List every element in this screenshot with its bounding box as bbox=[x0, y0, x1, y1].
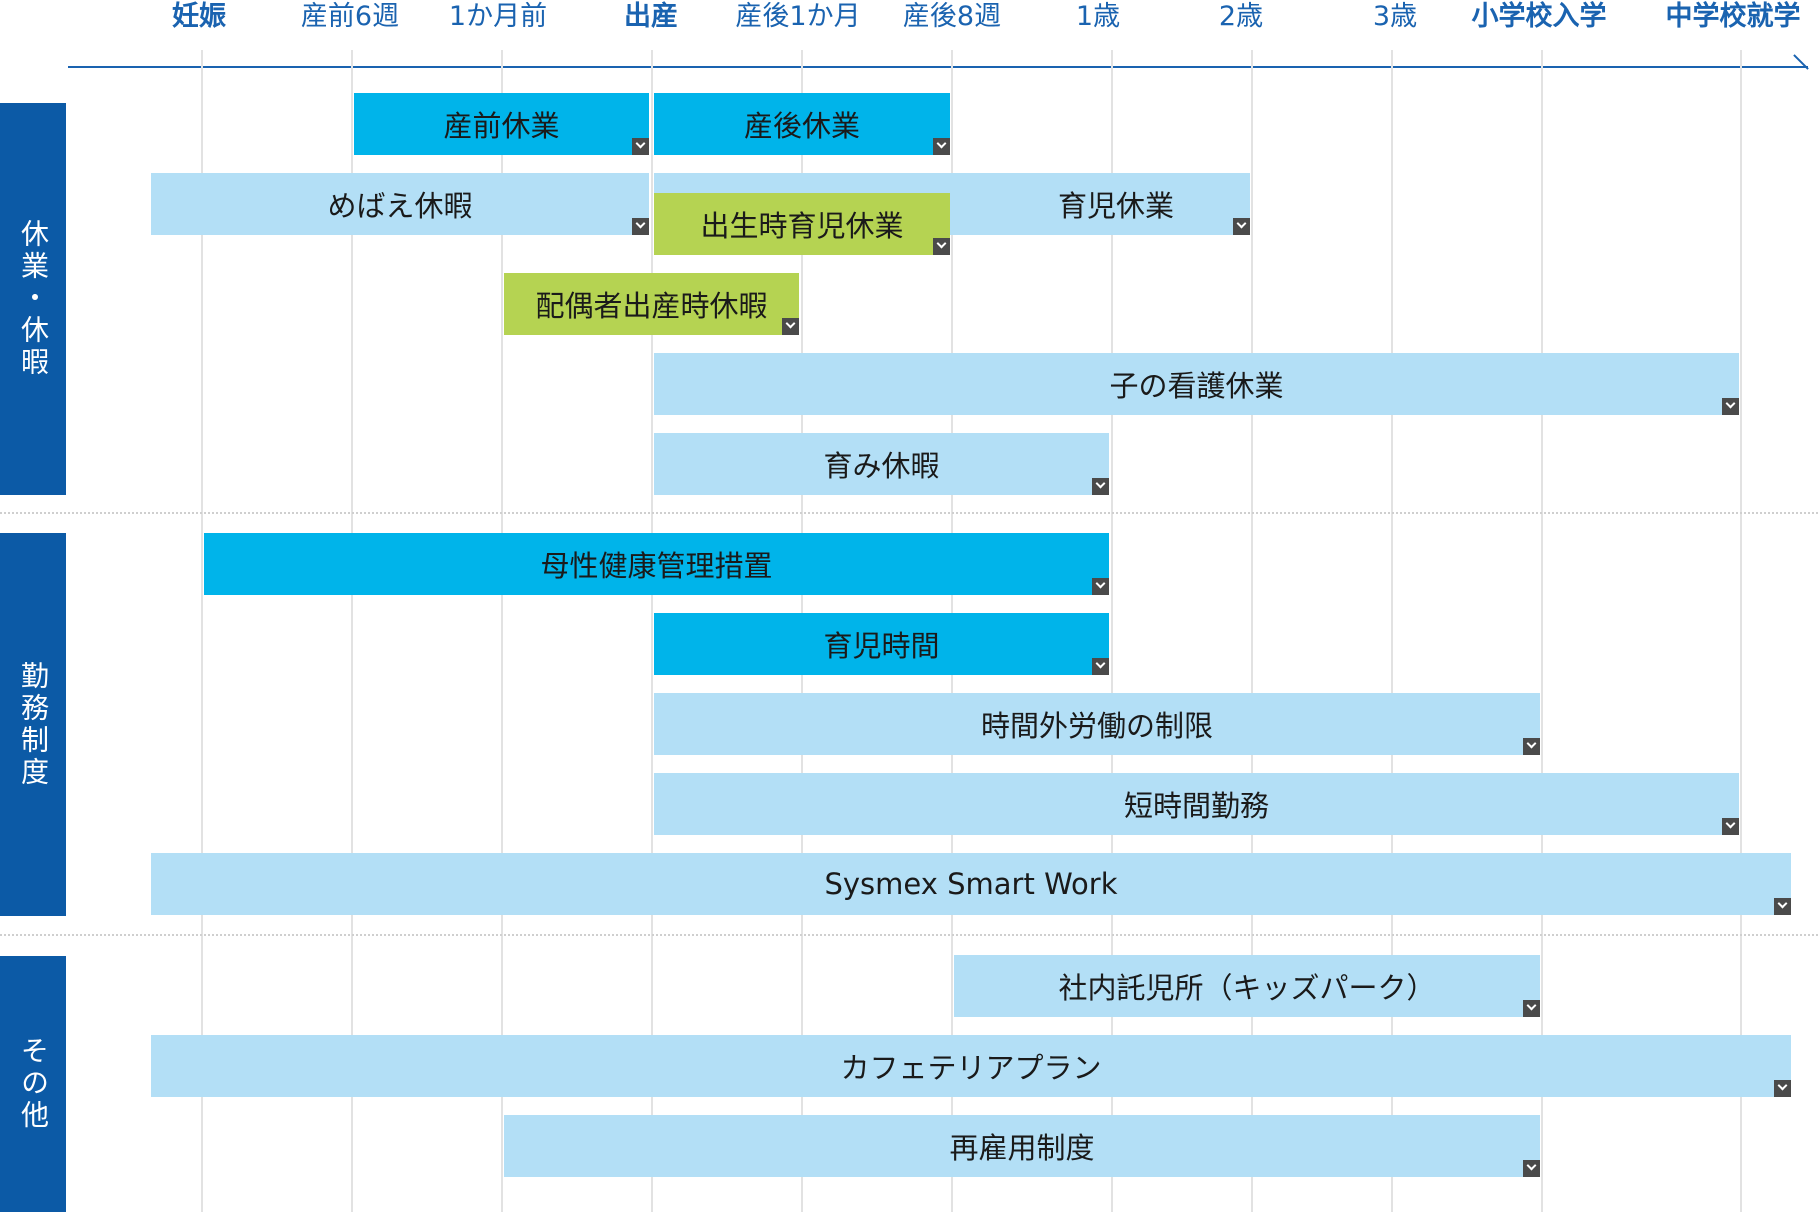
chevron-down-icon[interactable] bbox=[632, 218, 649, 235]
bar-maternal-health-measures[interactable]: 母性健康管理措置 bbox=[204, 533, 1109, 595]
tick-age-3: 3歳 bbox=[1372, 1, 1418, 32]
bar-childcare-time[interactable]: 育児時間 bbox=[654, 613, 1109, 675]
chevron-down-icon[interactable] bbox=[1092, 578, 1109, 595]
bar-label: Sysmex Smart Work bbox=[824, 867, 1118, 901]
bar-mebae-leave[interactable]: めばえ休暇 bbox=[151, 173, 649, 235]
bar-child-nursing-leave[interactable]: 子の看護休業 bbox=[654, 353, 1739, 415]
bar-cafeteria-plan[interactable]: カフェテリアプラン bbox=[151, 1035, 1791, 1097]
bar-label: 育児時間 bbox=[823, 629, 940, 663]
bar-sysmex-smart-work[interactable]: Sysmex Smart Work bbox=[151, 853, 1791, 915]
timeline-axis bbox=[68, 66, 1808, 68]
chevron-down-icon[interactable] bbox=[1523, 1000, 1540, 1017]
bar-label: 配偶者出産時休暇 bbox=[535, 289, 768, 323]
bar-label: 再雇用制度 bbox=[949, 1131, 1095, 1165]
grid-line bbox=[1111, 50, 1113, 1212]
chevron-down-icon[interactable] bbox=[782, 318, 799, 335]
section-label: 勤務制度 bbox=[17, 660, 50, 789]
tick-birth: 出産 bbox=[624, 1, 678, 32]
bar-label: カフェテリアプラン bbox=[840, 1051, 1102, 1085]
chevron-down-icon[interactable] bbox=[933, 238, 950, 255]
bar-label: 子の看護休業 bbox=[1109, 369, 1284, 403]
tick-age-1: 1歳 bbox=[1075, 1, 1121, 32]
chevron-down-icon[interactable] bbox=[632, 138, 649, 155]
bar-hagukumi-leave[interactable]: 育み休暇 bbox=[654, 433, 1109, 495]
bar-overtime-limit[interactable]: 時間外労働の制限 bbox=[654, 693, 1540, 755]
chevron-down-icon[interactable] bbox=[1233, 218, 1250, 235]
grid-line bbox=[1541, 50, 1543, 1212]
chevron-down-icon[interactable] bbox=[1722, 818, 1739, 835]
bar-label: 母性健康管理措置 bbox=[540, 549, 773, 583]
section-label: 休業・休暇 bbox=[17, 219, 50, 379]
section-other: その他 bbox=[0, 956, 66, 1212]
tick-sango-8w: 産後8週 bbox=[902, 1, 1002, 32]
bar-postnatal-leave[interactable]: 産後休業 bbox=[654, 93, 950, 155]
bar-label: 産前休業 bbox=[443, 109, 560, 143]
section-separator bbox=[0, 934, 1818, 936]
chevron-down-icon[interactable] bbox=[1722, 398, 1739, 415]
chevron-down-icon[interactable] bbox=[1092, 658, 1109, 675]
grid-line bbox=[1391, 50, 1393, 1212]
bar-label: 短時間勤務 bbox=[1123, 789, 1269, 823]
bar-label: 出生時育児休業 bbox=[700, 209, 904, 243]
grid-line bbox=[1251, 50, 1253, 1212]
section-work-system: 勤務制度 bbox=[0, 533, 66, 916]
bar-rehire-system[interactable]: 再雇用制度 bbox=[504, 1115, 1540, 1177]
grid-line bbox=[351, 50, 353, 1212]
bar-label: 時間外労働の制限 bbox=[980, 709, 1213, 743]
bar-prenatal-leave[interactable]: 産前休業 bbox=[354, 93, 649, 155]
chevron-down-icon[interactable] bbox=[1774, 898, 1791, 915]
chevron-down-icon[interactable] bbox=[1523, 1160, 1540, 1177]
bar-birth-childcare-leave[interactable]: 出生時育児休業 bbox=[654, 193, 950, 255]
tick-elementary-entry: 小学校入学 bbox=[1471, 1, 1607, 32]
bar-kids-park[interactable]: 社内託児所（キッズパーク） bbox=[954, 955, 1540, 1017]
grid-line bbox=[201, 50, 203, 1212]
tick-age-2: 2歳 bbox=[1218, 1, 1264, 32]
tick-sango-1month: 産後1か月 bbox=[735, 1, 861, 32]
chevron-down-icon[interactable] bbox=[1774, 1080, 1791, 1097]
chevron-down-icon[interactable] bbox=[1092, 478, 1109, 495]
bar-label: めばえ休暇 bbox=[327, 189, 473, 223]
bar-short-time-work[interactable]: 短時間勤務 bbox=[654, 773, 1739, 835]
tick-1month-before: 1か月前 bbox=[448, 1, 548, 32]
chevron-down-icon[interactable] bbox=[1523, 738, 1540, 755]
bar-spouse-birth-leave[interactable]: 配偶者出産時休暇 bbox=[504, 273, 799, 335]
bar-label: 育み休暇 bbox=[823, 449, 940, 483]
tick-sanzen-6w: 産前6週 bbox=[300, 1, 400, 32]
grid-line bbox=[651, 50, 653, 1212]
section-separator bbox=[0, 512, 1818, 514]
bar-label: 社内託児所（キッズパーク） bbox=[1058, 971, 1436, 1005]
tick-ninshin: 妊娠 bbox=[172, 1, 226, 32]
chevron-down-icon[interactable] bbox=[933, 138, 950, 155]
grid-line bbox=[1740, 50, 1742, 1212]
tick-junior-high-entry: 中学校就学 bbox=[1665, 1, 1801, 32]
bar-label: 産後休業 bbox=[743, 109, 860, 143]
bar-label: 育児休業 bbox=[1057, 189, 1174, 223]
grid-line bbox=[501, 50, 503, 1212]
section-leave: 休業・休暇 bbox=[0, 103, 66, 495]
section-label: その他 bbox=[17, 1036, 50, 1132]
